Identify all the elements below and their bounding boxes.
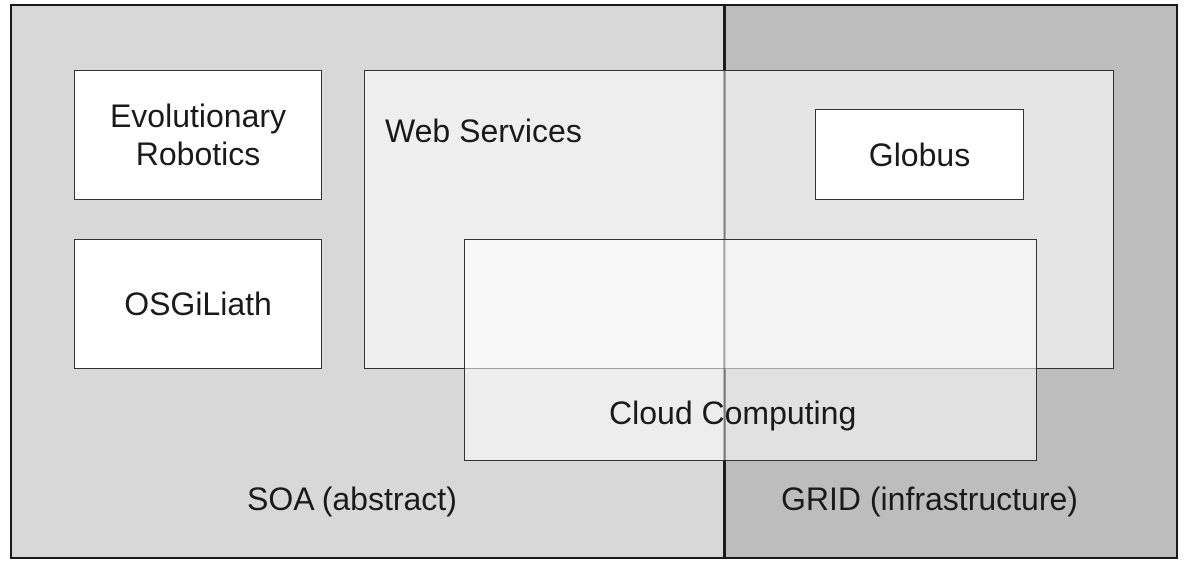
osgiliath-label: OSGiLiath <box>124 286 272 322</box>
cloud-computing-label: Cloud Computing <box>609 395 857 431</box>
evolutionary-robotics-box: Evolutionary Robotics <box>74 70 322 200</box>
region-divider-bottom <box>723 461 725 559</box>
region-divider-top <box>723 4 725 70</box>
evolutionary-robotics-line1: Evolutionary <box>109 98 287 134</box>
cloud-computing-box <box>464 239 1037 461</box>
globus-label: Globus <box>868 136 971 173</box>
osgiliath-box: OSGiLiath <box>74 239 322 369</box>
soa-label: SOA (abstract) <box>247 481 457 517</box>
globus-box: Globus <box>815 109 1024 200</box>
web-services-label: Web Services <box>385 113 582 149</box>
evolutionary-robotics-line2: Robotics <box>135 136 261 172</box>
region-divider <box>723 4 725 559</box>
grid-label: GRID (infrastructure) <box>781 481 1078 517</box>
